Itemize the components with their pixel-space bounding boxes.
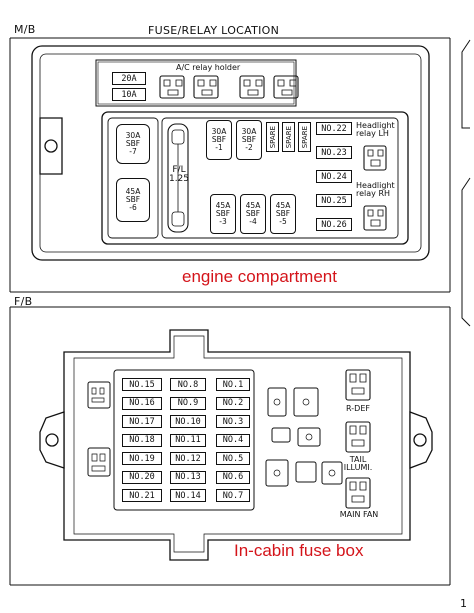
sbf-3-label: 45A SBF -3 (215, 201, 231, 226)
sbf-7: 30A SBF -7 (116, 124, 150, 164)
in-cabin-caption: In-cabin fuse box (234, 541, 364, 560)
spare-label-2: SPARE (284, 125, 293, 149)
cabin-fuse-col3-3: NO.4 (216, 433, 250, 447)
engine-compartment-caption: engine compartment (182, 267, 337, 286)
fusible-link-label: F/L 1.25 (168, 165, 190, 185)
cabin-fuse-col2-0: NO.8 (170, 378, 206, 391)
sbf-2: 30A SBF -2 (236, 120, 262, 160)
sbf-5-label: 45A SBF -5 (275, 201, 291, 226)
fuse-box-tag: F/B (14, 295, 33, 308)
sbf-2-label: 30A SBF -2 (241, 127, 257, 152)
cabin-fuse-col1-0: NO.15 (122, 378, 162, 391)
cabin-fuse-col2-5: NO.13 (170, 470, 206, 484)
relay-label-r-def: R-DEF (346, 404, 370, 413)
cabin-fuse-col1-2: NO.17 (122, 415, 162, 428)
page-number-fragment: 1 (460, 597, 468, 610)
fuse-no-23: NO.23 (316, 146, 352, 159)
relay-holder-label: A/C relay holder (176, 63, 241, 72)
headlight-relay-lh-label: Headlight relay LH (356, 121, 395, 139)
cabin-fuse-col3-5: NO.6 (216, 470, 250, 484)
cabin-fuse-col3-2: NO.3 (216, 415, 250, 428)
sbf-4: 45A SBF -4 (240, 194, 266, 234)
sbf-6-label: 45A SBF -6 (125, 187, 141, 212)
cabin-fuse-col3-4: NO.5 (216, 452, 250, 465)
cabin-fuse-col2-6: NO.14 (170, 489, 206, 502)
fuse-10a: 10A (112, 88, 146, 101)
fuse-no-25: NO.25 (316, 194, 352, 207)
spare-fuse-1: SPARE (266, 122, 279, 152)
sbf-4-label: 45A SBF -4 (245, 201, 261, 226)
sbf-6: 45A SBF -6 (116, 178, 150, 222)
sbf-1: 30A SBF -1 (206, 120, 232, 160)
sbf-3: 45A SBF -3 (210, 194, 236, 234)
fuse-no-26: NO.26 (316, 218, 352, 231)
spare-label-1: SPARE (268, 125, 277, 149)
cabin-fuse-col1-3: NO.18 (122, 433, 162, 447)
fuse-no-22: NO.22 (316, 122, 352, 135)
cabin-fuse-col1-4: NO.19 (122, 452, 162, 465)
cabin-fuse-col3-0: NO.1 (216, 378, 250, 391)
spare-label-3: SPARE (300, 125, 309, 149)
main-box-tag: M/B (14, 23, 36, 36)
relay-label-tail-illumi: TAIL ILLUMI. (343, 455, 373, 473)
cabin-fuse-col1-1: NO.16 (122, 396, 162, 410)
cabin-fuse-col2-4: NO.12 (170, 452, 206, 465)
cabin-fuse-col2-2: NO.10 (170, 415, 206, 428)
sbf-5: 45A SBF -5 (270, 194, 296, 234)
cabin-fuse-col2-1: NO.9 (170, 396, 206, 410)
spare-fuse-2: SPARE (282, 122, 295, 152)
relay-label-main-fan: MAIN FAN (339, 510, 379, 519)
fuse-no-24: NO.24 (316, 170, 352, 183)
cabin-fuse-col1-5: NO.20 (122, 470, 162, 484)
fuse-20a: 20A (112, 72, 146, 85)
diagram-title: FUSE/RELAY LOCATION (148, 24, 280, 37)
spare-fuse-3: SPARE (298, 122, 311, 152)
cabin-fuse-col1-6: NO.21 (122, 489, 162, 502)
sbf-7-label: 30A SBF -7 (125, 131, 141, 156)
sbf-1-label: 30A SBF -1 (211, 127, 227, 152)
headlight-relay-rh-label: Headlight relay RH (356, 181, 395, 199)
cabin-fuse-col3-6: NO.7 (216, 489, 250, 502)
cabin-fuse-col2-3: NO.11 (170, 433, 206, 447)
cabin-fuse-col3-1: NO.2 (216, 396, 250, 410)
